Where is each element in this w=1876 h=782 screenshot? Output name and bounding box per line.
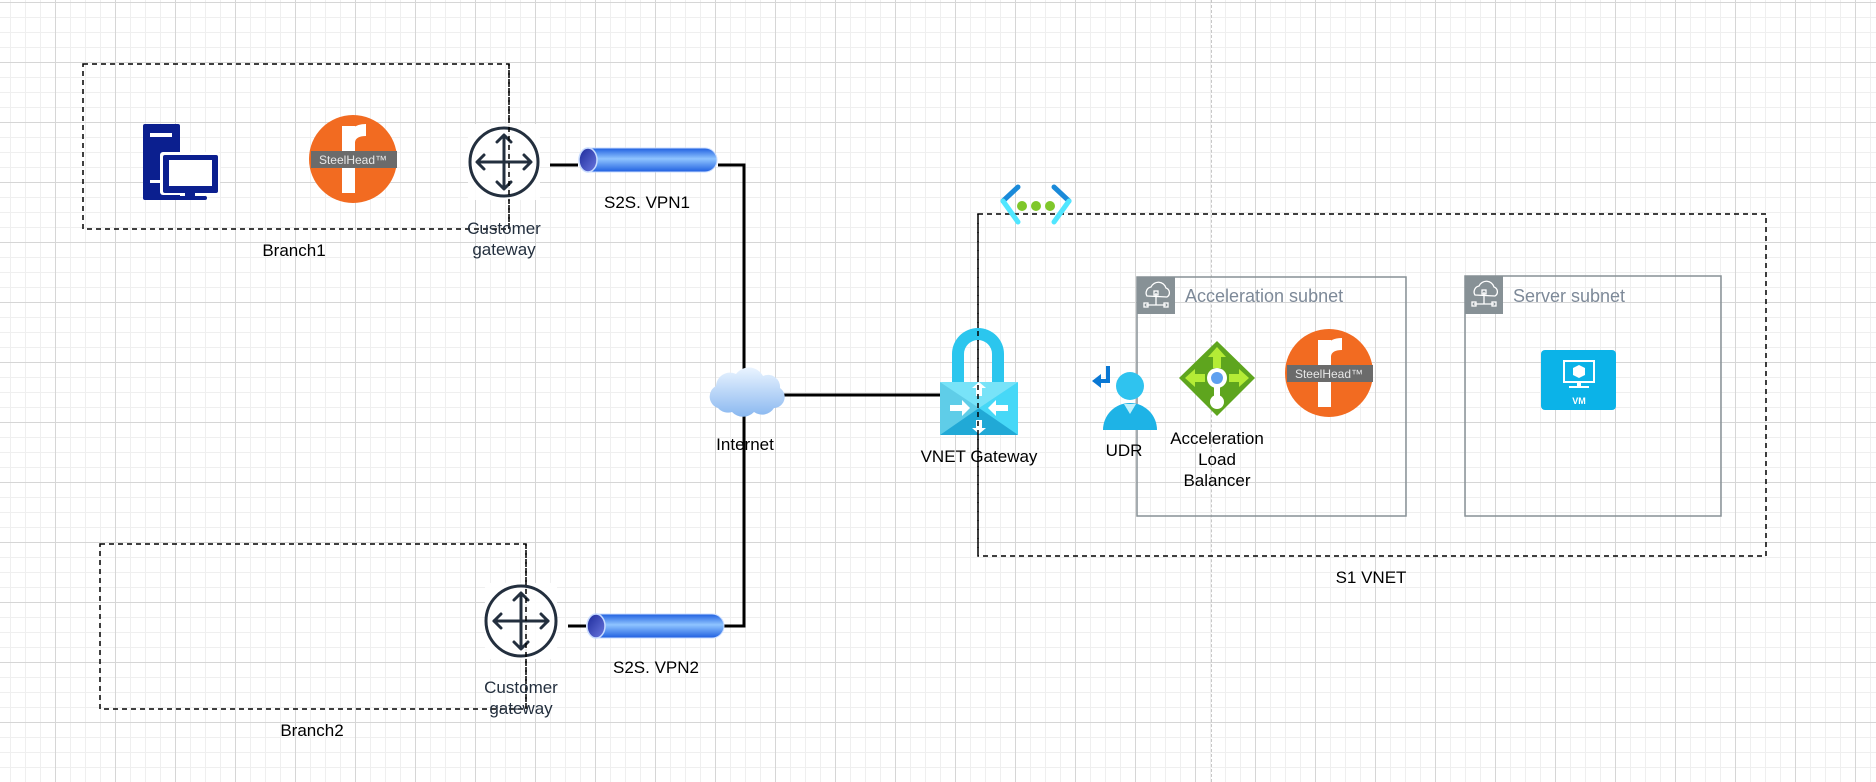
vnet-boundary [977,213,1767,557]
vpn2-label: S2S. VPN2 [613,658,699,677]
label-line: Acceleration [1170,429,1264,448]
internet-cloud-icon[interactable] [709,367,785,417]
label-line: Load [1198,450,1236,469]
steelhead-brand-text: SteelHead™ [319,153,387,167]
udr-route-user-icon[interactable] [1092,366,1157,430]
load-balancer-label: Acceleration Load Balancer [1170,428,1264,491]
udr-label: UDR [1105,441,1143,460]
link-internet-vpn2 [724,410,746,628]
label-line: Balancer [1183,471,1251,490]
virtual-machine-icon[interactable]: VM [1541,350,1616,410]
label-line: gateway [472,240,536,259]
customer-gateway2-label: Customer gateway [484,677,558,719]
customer-gateway-router-icon[interactable] [468,124,540,200]
vpn1-label: S2S. VPN1 [604,193,690,212]
customer-gateway1-label: Customer gateway [467,218,541,260]
vnet-gateway-icon[interactable] [940,328,1018,435]
vpn-tunnel-icon[interactable] [578,147,718,173]
steelhead-appliance-icon: SteelHead™ [1285,329,1373,417]
connector-lines [550,163,942,628]
workstation-icon [143,124,220,200]
label-line: Customer [484,678,558,697]
acceleration-subnet-title: Acceleration subnet [1185,286,1344,306]
vpn-tunnel-icon[interactable] [586,613,725,639]
steelhead-brand-text: SteelHead™ [1295,367,1363,381]
server-subnet [1464,275,1722,517]
vm-label: VM [1572,396,1586,406]
steelhead-appliance-icon: SteelHead™ [309,115,397,203]
vnet-gateway-label: VNET Gateway [920,447,1038,466]
virtual-network-icon [1000,184,1072,225]
branch2-boundary [99,543,527,710]
link-vpn1-internet [718,163,746,380]
vnet-label: S1 VNET [1335,568,1407,587]
load-balancer-icon[interactable] [1179,341,1255,416]
label-line: gateway [489,699,553,718]
cloud-network-icon [1471,280,1499,307]
customer-gateway-router-icon[interactable] [484,583,558,659]
acceleration-subnet [1136,276,1407,517]
server-subnet-title: Server subnet [1513,286,1626,306]
cloud-network-icon [1143,281,1171,308]
internet-label: Internet [716,435,774,454]
branch2-label: Branch2 [280,721,344,740]
label-line: Customer [467,219,541,238]
branch1-label: Branch1 [262,241,326,260]
